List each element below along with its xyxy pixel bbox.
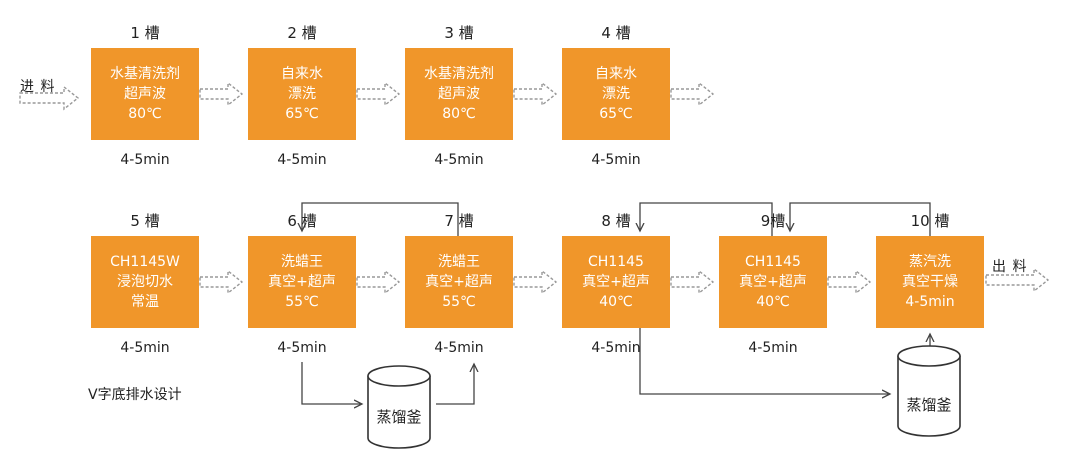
tank-line: CH1145 xyxy=(745,254,801,270)
distiller-vessel-right: 蒸馏釜 xyxy=(894,342,964,442)
tank-number: 4 槽 xyxy=(601,24,631,42)
return-line xyxy=(639,328,890,394)
tank-line: CH1145W xyxy=(110,254,180,270)
output-label: 出 料 xyxy=(992,259,1028,275)
tank-duration: 4-5min xyxy=(434,152,484,168)
tank-number: 8 槽 xyxy=(601,212,631,230)
tank-line: CH1145 xyxy=(588,254,644,270)
dashed-flow-arrow xyxy=(670,81,715,107)
dashed-flow-arrow xyxy=(513,81,558,107)
tank-box: 自来水漂洗 65℃ xyxy=(248,48,356,140)
tank-line: 真空干燥 xyxy=(902,274,958,290)
tank-line: 65℃ xyxy=(599,106,633,122)
tank-line: 65℃ xyxy=(285,106,319,122)
tank-box: CH1145W 浸泡切水常温 xyxy=(91,236,199,328)
return-line xyxy=(302,202,459,236)
tank-box: 洗蜡王真空+超声 55℃ xyxy=(248,236,356,328)
tank-duration: 4-5min xyxy=(591,152,641,168)
dashed-flow-arrow xyxy=(356,269,401,295)
dashed-flow-arrow xyxy=(513,269,558,295)
tank-duration: 4-5min xyxy=(748,340,798,356)
distiller-vessel-icon xyxy=(367,365,431,449)
tank-line: 洗蜡王 xyxy=(438,254,480,270)
tank-line: 蒸汽洗 xyxy=(909,254,951,270)
tank-line: 80℃ xyxy=(442,106,476,122)
return-line xyxy=(436,364,474,405)
return-line xyxy=(640,202,773,236)
v-bottom-drain-note: V字底排水设计 xyxy=(88,387,182,403)
distiller-label: 蒸馏釜 xyxy=(906,396,952,414)
tank-box: 蒸汽洗真空干燥 4-5min xyxy=(876,236,984,328)
tank-box: 水基清洗剂超声波 80℃ xyxy=(405,48,513,140)
input-label: 进 料 xyxy=(20,79,56,95)
tank-number: 7 槽 xyxy=(444,212,474,230)
tank-line: 超声波 xyxy=(438,86,480,102)
return-line xyxy=(301,362,362,404)
tank-number: 10 槽 xyxy=(910,212,950,230)
tank-line: 水基清洗剂 xyxy=(424,66,494,82)
tank-duration: 4-5min xyxy=(277,152,327,168)
tank-duration: 4-5min xyxy=(120,340,170,356)
tank-line: 自来水 xyxy=(281,66,323,82)
tank-line: 40℃ xyxy=(756,294,790,310)
tank-duration: 4-5min xyxy=(591,340,641,356)
tank-line: 漂洗 xyxy=(288,86,316,102)
tank-duration: 4-5min xyxy=(277,340,327,356)
distiller-vessel-left: 蒸馏釜 xyxy=(364,362,434,452)
tank-line: 洗蜡王 xyxy=(281,254,323,270)
tank-line: 真空+超声 xyxy=(582,274,650,290)
tank-duration: 4-5min xyxy=(120,152,170,168)
tank-line: 浸泡切水 xyxy=(117,274,173,290)
tank-line: 自来水 xyxy=(595,66,637,82)
tank-line: 真空+超声 xyxy=(739,274,807,290)
dashed-flow-arrow xyxy=(670,269,715,295)
tank-box: CH1145 真空+超声 40℃ xyxy=(562,236,670,328)
tank-number: 2 槽 xyxy=(287,24,317,42)
tank-box: 自来水漂洗 65℃ xyxy=(562,48,670,140)
tank-line: 55℃ xyxy=(442,294,476,310)
tank-line: 超声波 xyxy=(124,86,166,102)
dashed-flow-arrow xyxy=(199,269,244,295)
tank-number: 9槽 xyxy=(760,212,786,230)
tank-line: 真空+超声 xyxy=(425,274,493,290)
tank-box: 水基清洗剂超声波 80℃ xyxy=(91,48,199,140)
tank-line: 55℃ xyxy=(285,294,319,310)
dashed-flow-arrow xyxy=(19,85,80,111)
tank-number: 3 槽 xyxy=(444,24,474,42)
tank-line: 真空+超声 xyxy=(268,274,336,290)
tank-line: 常温 xyxy=(131,294,159,310)
tank-line: 80℃ xyxy=(128,106,162,122)
tank-line: 水基清洗剂 xyxy=(110,66,180,82)
tank-number: 5 槽 xyxy=(130,212,160,230)
tank-line: 漂洗 xyxy=(602,86,630,102)
tank-line: 4-5min xyxy=(905,294,955,310)
distiller-vessel-icon xyxy=(897,345,961,437)
tank-duration: 4-5min xyxy=(434,340,484,356)
tank-box: CH1145 真空+超声 40℃ xyxy=(719,236,827,328)
tank-number: 6 槽 xyxy=(287,212,317,230)
tank-number: 1 槽 xyxy=(130,24,160,42)
tank-box: 洗蜡王真空+超声 55℃ xyxy=(405,236,513,328)
dashed-flow-arrow xyxy=(199,81,244,107)
dashed-flow-arrow xyxy=(356,81,401,107)
dashed-flow-arrow xyxy=(985,267,1050,293)
tank-line: 40℃ xyxy=(599,294,633,310)
distiller-label: 蒸馏釜 xyxy=(376,408,422,426)
dashed-flow-arrow xyxy=(827,269,872,295)
return-line xyxy=(790,202,931,236)
